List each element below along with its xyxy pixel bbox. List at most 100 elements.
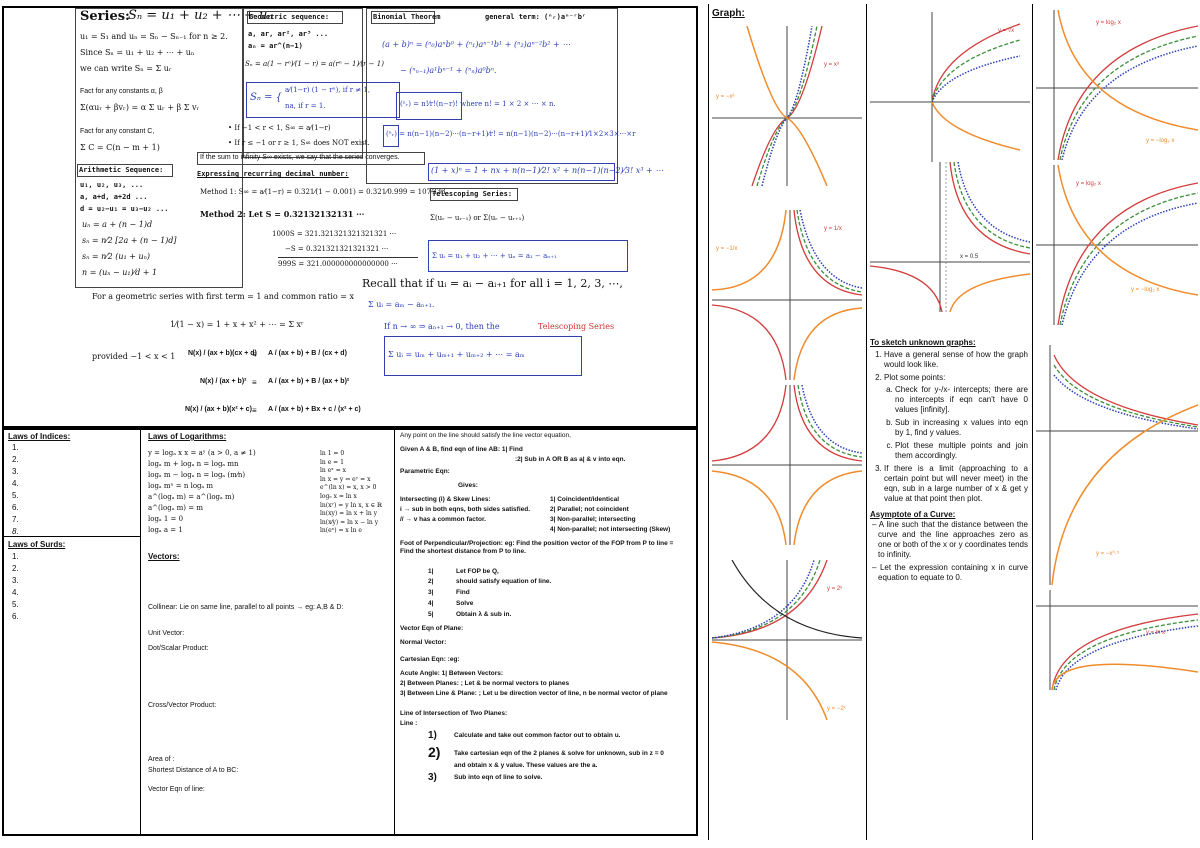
lines-k3t: Sub into eqn of line to solve. [454,774,543,781]
label-neg-power: y = −x⁰·⁵ [1096,550,1120,557]
recur-r3: 999S = 321.000000000000000 ··· [278,260,398,268]
binom-e4: (ⁿᵣ) = n(n−1)(n−2)···(n−r+1)⁄r! = n(n−1)… [386,130,636,138]
partial-p3-right: A / (ax + b) + Bx + c / (x² + c) [268,406,361,413]
series-line3: we can write Sₙ = Σ uᵣ [80,64,172,73]
geoseries-eq: 1⁄(1 − x) = 1 + x + x² + ⋯ = Σ xʳ [170,320,304,329]
logs-r4: ln x = y ⇔ eʸ = x [320,475,371,483]
label-y-2x: y = 2ˣ [827,586,842,592]
lines-k1t: Calculate and take out common factor out… [454,732,621,739]
series-formula: Sₙ = u₁ + u₂ + ⋯ + uₙ [128,8,273,23]
geo-b1: • If −1 < r < 1, S∞ = a⁄(1−r) [228,124,331,132]
geo-b2: • If r ≤ −1 or r ≥ 1, S∞ does NOT exist. [228,139,370,147]
surds-item: 3. [12,576,19,585]
graph-log-2: y = log₂ x y = −log₂ x [1036,165,1198,325]
indices-item: 3. [12,467,19,476]
recur-m1: Method 1: S∞ = a⁄(1−r) = 0.321⁄(1 − 0.00… [200,188,446,196]
partial-eqv-3: ≡ [252,406,257,415]
lines-l1: Any point on the line should satisfy the… [400,432,571,439]
arith-e4: n = (uₙ − u₁)⁄d + 1 [82,268,158,277]
surds-item: 5. [12,600,19,609]
tele-e2: Σ uᵢ = u₁ + u₂ + ⋯ + uₙ = a₁ − aₙ₊₁ [432,252,557,260]
lines-k2: 2) [428,744,441,760]
partial-p1-left: N(x) / (ax + b)(cx + d) [188,350,257,357]
tele-recall: Recall that if uᵢ = aᵢ − aᵢ₊₁ for all i … [362,277,623,290]
geo-case2: na, if r = 1. [285,102,326,110]
indices-item: 8. [12,527,19,536]
logs-r7: ln(xʸ) = y ln x, x ∈ ℝ [320,501,383,509]
geo-case1: a⁄(1−r) (1 − rⁿ), if r ≠ 1, [285,86,371,94]
tele-e1: Σ(uᵣ − uᵣ₋₁) or Σ(uᵣ − uᵣ₊₁) [430,214,525,222]
recur-rule [278,257,418,258]
graph-reciprocal-squared [712,385,862,545]
logs-l2: logₐ m + logₐ n = logₐ mn [148,460,239,468]
lines-l6r: 1| Coincident/identical [550,496,619,503]
indices-item: 6. [12,503,19,512]
bottom-divider-2 [394,428,395,836]
geo-l2: aₙ = ar^(n−1) [248,42,303,50]
binom-e2: − (ⁿₙ₋₁)a¹bⁿ⁻¹ + (ⁿₙ)a⁰bⁿ. [400,66,497,75]
indices-item: 7. [12,515,19,524]
arith-l1: u₁, u₂, u₃, ... [80,181,144,189]
surds-item: 4. [12,588,19,597]
logs-r2: ln e = 1 [320,458,344,466]
binom-title: Binomial Theorem [373,13,441,21]
vectors-shortest: Shortest Distance of A to BC: [148,767,239,774]
lines-l4: Parametric Eqn: [400,468,450,475]
graph-reciprocal: y = 1/x y = −1/x [712,210,862,380]
lines-acute: Acute Angle: 1| Between Vectors: [400,670,504,677]
lines-k2t: Take cartesian eqn of the 2 planes & sol… [454,750,664,757]
graph-divider-2 [866,4,867,840]
geo-cases-box [246,82,400,118]
lines-l3: :2| Sub in A OR B as a| & v into eqn. [515,456,626,463]
graph-log-1: y = log₂ x y = −log₂ x [1036,10,1198,160]
logs-r3: ln eˣ = x [320,467,347,475]
label-log-2: y = log₂ x [1076,181,1101,187]
lines-l10: Foot of Perpendicular/Projection: eg: Fi… [400,540,674,556]
label-mlog-1: y = −log₂ x [1146,138,1174,144]
label-y-x3: y = x³ [824,62,839,68]
label-y-m1x: y = −1/x [716,246,737,252]
logs-title: Laws of Logarithms: [148,432,227,441]
series-line2: Since Sₙ = u₁ + u₂ + ⋯ + uₙ [80,48,195,57]
lines-n2: 2| [428,578,434,585]
logs-right: ln 1 = 0 ln e = 1 ln eˣ = x ln x = y ⇔ e… [320,450,382,536]
series-line1: u₁ = S₁ and uₙ = Sₙ − Sₙ₋₁ for n ≥ 2. [80,32,228,41]
tele-b2b: Telescoping Series [538,322,615,331]
indices-list: 1. 2. 3. 4. 5. 6. 7. 8. [12,443,19,539]
surds-item: 6. [12,612,19,621]
sketch-step-2b: Sub in increasing x values into eqn by 1… [895,418,1028,438]
label-log-1: y = log₂ x [1096,20,1121,26]
recur-r1: 1000S = 321.321321321321321 ··· [272,230,397,238]
lines-s5: Obtain λ & sub in. [456,611,512,618]
geoseries-text: For a geometric series with first term =… [92,292,354,301]
partial-p3-left: N(x) / (ax + b)(x² + c) [185,406,252,413]
vectors-title: Vectors: [148,552,180,561]
logs-r6: logₑ x = ln x [320,492,357,500]
vectors-cross: Cross/Vector Product: [148,702,217,709]
arith-l3: d = u₂−u₁ = u₃−u₂ ... [80,205,169,213]
vectors-unit: Unit Vector: [148,630,185,637]
bottom-h-divider [2,536,140,537]
binom-e5: (1 + x)ⁿ = 1 + nx + n(n−1)⁄2! x² + n(n−1… [431,166,664,175]
logs-r8: ln(xy) = ln x + ln y [320,510,378,518]
arith-title: Arithmetic Sequence: [79,166,164,174]
partial-p2-left: N(x) / (ax + b)² [200,378,247,385]
lines-s2: should satisfy equation of line. [456,578,552,585]
geo-title: Geometric sequence: [249,13,330,21]
logs-l7: logₐ 1 = 0 [148,515,184,523]
logs-l1: y = logₐ x x = aʸ (a > 0, a ≠ 1) [148,449,256,457]
label-y-1x: y = 1/x [824,226,842,232]
indices-title: Laws of Indices: [8,432,71,441]
graph-sqrt: y = √x [870,12,1030,162]
binom-e4-box [383,125,399,147]
indices-item: 5. [12,491,19,500]
sketch-title: To sketch unknown graphs: [870,338,976,347]
sketch-step-3: If there is a limit (approaching to a ce… [884,464,1028,504]
lines-normal: Normal Vector: [400,639,447,646]
graph-divider-1 [708,4,709,840]
geo-sn: Sₙ = a(1 − rⁿ)⁄(1 − r) = a(rⁿ − 1)⁄(r − … [245,60,384,68]
lines-l7: i → sub in both eqns, both sides satisfi… [400,506,531,513]
lines-k1: 1) [428,730,437,741]
graph-divider-3 [1032,4,1033,840]
geo-l1: a, ar, ar², ar³ ... [248,30,329,38]
